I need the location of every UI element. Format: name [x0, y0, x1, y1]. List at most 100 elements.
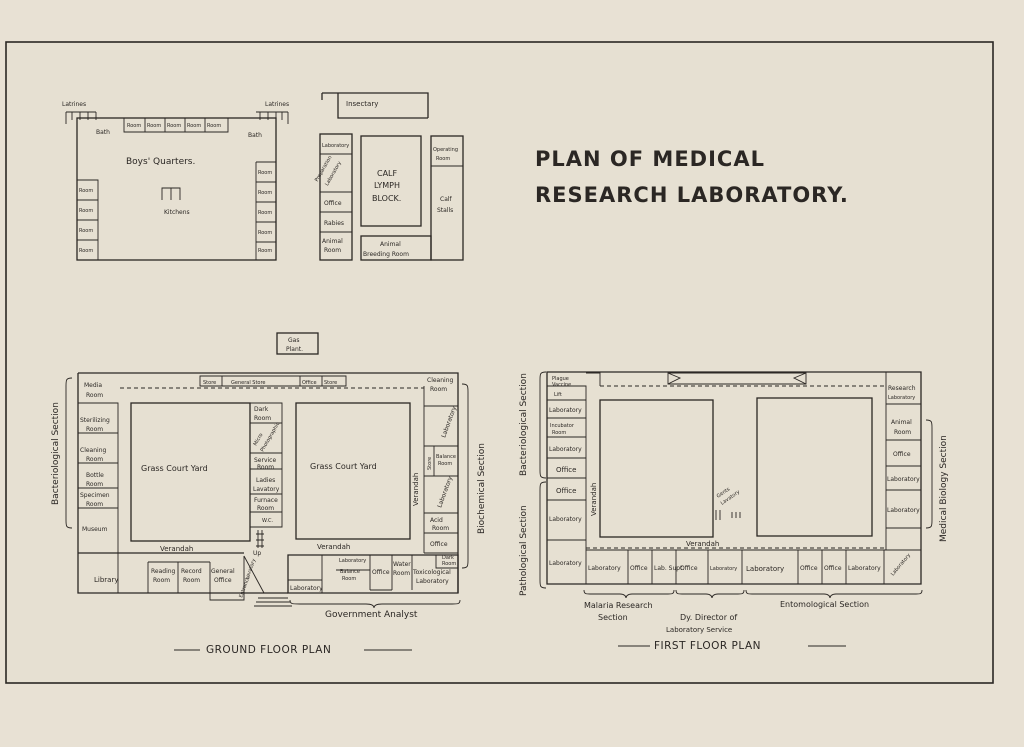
gf-center-room-4b: Lavatory — [253, 486, 280, 493]
gf-cleaning-right-1: Cleaning — [427, 377, 453, 384]
gf-left-room-6a: Museum — [82, 526, 108, 533]
bq-top-room-3: Room — [167, 123, 181, 129]
ff-bacteriological-section-label: Bacteriological Section — [519, 373, 529, 476]
calf-block-label-3: BLOCK. — [372, 194, 401, 203]
bq-right-room-3: Room — [258, 210, 272, 216]
gf-grass-court-left: Grass Court Yard — [141, 464, 208, 473]
calf-stalls-label-1: Calf — [440, 196, 453, 203]
boys-quarters-block: Latrines Latrines Bath Bath Room Room Ro… — [62, 101, 289, 261]
ff-left-room-8: Laboratory — [549, 516, 582, 523]
bq-right-room-2: Room — [258, 190, 272, 196]
malaria-section-label-2: Section — [598, 613, 628, 622]
ff-left-room-3: Laboratory — [549, 407, 582, 414]
gf-verandah-vertical: Verandah — [412, 473, 420, 506]
rabies-label: Rabies — [324, 220, 344, 227]
gf-center-room-3a: Service — [254, 457, 276, 464]
ga-toxicological-2: Laboratory — [416, 578, 449, 585]
ff-left-room-1b: Vaccine — [552, 382, 571, 388]
ff-left-room-5: Laboratory — [549, 446, 582, 453]
gf-center-room-1a: Dark — [254, 406, 269, 413]
calf-lymph-block: Laboratory Preparation Laboratory Office… — [314, 133, 464, 261]
bq-top-room-5: Room — [207, 123, 221, 129]
animal-room-label-2: Room — [324, 247, 341, 254]
gf-left-room-1a: Media — [84, 382, 102, 389]
kitchens-label: Kitchens — [164, 209, 190, 216]
entomological-section-label: Entomological Section — [780, 600, 869, 609]
gf-center-room-1b: Room — [254, 415, 271, 422]
gf-center-room-5b: Room — [257, 505, 274, 512]
bq-top-room-2: Room — [147, 123, 161, 129]
gf-right-room-6: Office — [430, 541, 448, 548]
gf-verandah-right: Verandah — [317, 543, 350, 551]
ff-bottom-room-9: Laboratory — [848, 565, 881, 572]
plan-title-line-2: RESEARCH LABORATORY. — [535, 183, 849, 207]
gf-reading-room-2: Room — [153, 577, 170, 584]
ff-right-room-1a: Research — [888, 385, 916, 392]
gf-verandah-left: Verandah — [160, 545, 193, 553]
ff-bottom-room-7: Office — [800, 565, 818, 572]
ga-laboratory-top: Laboratory — [339, 558, 366, 564]
gf-general-store: General Store — [231, 380, 266, 386]
gf-left-room-4b: Room — [86, 481, 103, 488]
gf-center-room-3b: Room — [257, 464, 274, 471]
ga-toxicological-1: Toxicological — [412, 569, 451, 576]
ff-right-room-2b: Room — [894, 429, 911, 436]
ff-verandah-vertical: Verandah — [590, 483, 598, 516]
gf-left-room-1b: Room — [86, 392, 103, 399]
bq-right-room-4: Room — [258, 230, 272, 236]
ff-right-room-2a: Animal — [891, 419, 912, 426]
gf-office-top: Office — [302, 380, 317, 386]
gf-right-room-3a: Balance — [436, 454, 456, 460]
gf-right-room-2: Store — [427, 457, 433, 470]
latrines-left-label: Latrines — [62, 101, 86, 108]
gf-center-room-4a: Ladies — [256, 477, 275, 484]
ff-bottom-room-5: Laboratory — [710, 566, 737, 572]
director-label-1: Dy. Director of — [680, 613, 737, 622]
gf-left-room-2b: Room — [86, 426, 103, 433]
gf-bacteriological-section-label: Bacteriological Section — [51, 402, 61, 505]
operating-room-label-2: Room — [436, 156, 450, 162]
government-analyst-label: Government Analyst — [325, 610, 418, 620]
bq-left-room-2: Room — [79, 208, 93, 214]
ff-left-room-1a: Plague — [552, 376, 569, 382]
boys-quarters-name: Boys' Quarters. — [126, 157, 195, 167]
calf-block-label-1: CALF — [377, 169, 398, 178]
gf-left-room-3b: Room — [86, 456, 103, 463]
gf-general-office-1: General — [211, 568, 235, 575]
bq-left-room-3: Room — [79, 228, 93, 234]
gf-cleaning-right-2: Room — [430, 386, 447, 393]
ga-water-room-2: Room — [393, 570, 410, 577]
calf-laboratory-label: Laboratory — [322, 143, 349, 149]
ga-water-room-1: Water — [393, 561, 411, 568]
gf-left-room-4a: Bottle — [86, 472, 104, 479]
gas-plant-block: Gas Plant. — [276, 332, 319, 355]
gf-record-room-2: Room — [183, 577, 200, 584]
ga-office: Office — [372, 569, 390, 576]
gf-left-room-5a: Specimen — [80, 492, 110, 499]
ff-right-room-5: Laboratory — [887, 507, 920, 514]
gf-grass-court-right: Grass Court Yard — [310, 462, 377, 471]
bq-left-room-1: Room — [79, 188, 93, 194]
animal-breeding-label-1: Animal — [380, 241, 401, 248]
ff-left-room-4a: Incubator — [550, 423, 575, 429]
calf-stalls-label-2: Stalls — [437, 207, 453, 214]
ground-floor-plan: Bacteriological Section Biochemical Sect… — [51, 372, 487, 656]
ff-right-room-4: Laboratory — [887, 476, 920, 483]
gf-store-2: Store — [324, 380, 337, 386]
ff-bottom-room-3: Lab. Supt. — [654, 565, 684, 572]
ff-bottom-room-1: Laboratory — [588, 565, 621, 572]
gas-plant-label-1: Gas — [288, 337, 299, 344]
gf-right-room-7b: Room — [442, 561, 456, 567]
biochemical-section-label: Biochemical Section — [477, 443, 487, 534]
medical-biology-section-label: Medical Biology Section — [939, 435, 949, 542]
animal-breeding-label-2: Breeding Room — [363, 251, 409, 258]
ff-right-room-1b: Laboratory — [888, 395, 915, 401]
ff-left-room-9: Laboratory — [549, 560, 582, 567]
insectary-label: Insectary — [346, 100, 378, 108]
gf-reading-room-1: Reading — [151, 568, 176, 575]
gas-plant-label-2: Plant. — [286, 346, 303, 353]
bq-top-room-1: Room — [127, 123, 141, 129]
first-floor-caption: FIRST FLOOR PLAN — [654, 640, 761, 652]
calf-office-label: Office — [324, 200, 342, 207]
